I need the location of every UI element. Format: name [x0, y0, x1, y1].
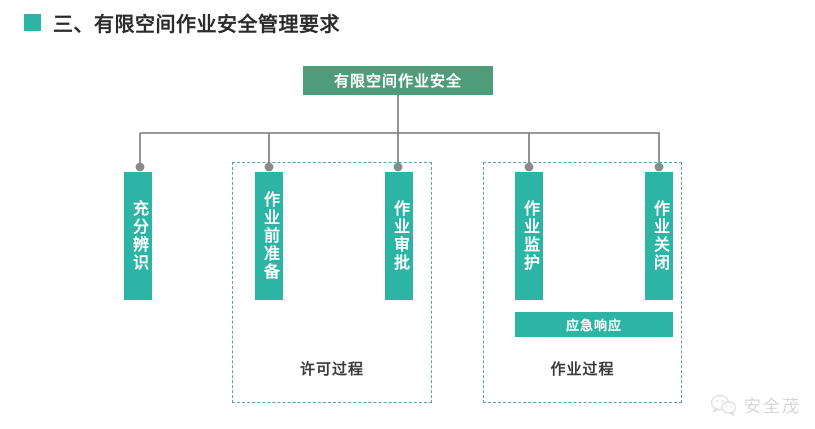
page-header: 三、有限空间作业安全管理要求	[0, 0, 815, 44]
watermark-text: 安全茂	[744, 397, 801, 416]
node-work-approval-label: 作业审批	[391, 200, 408, 272]
square-bullet-icon	[24, 13, 41, 31]
node-identification-label: 充分辨识	[130, 200, 147, 272]
node-work-approval[interactable]: 作业审批	[385, 172, 413, 300]
node-work-supervision-label: 作业监护	[521, 200, 538, 272]
node-work-closure[interactable]: 作业关闭	[645, 172, 673, 300]
wechat-icon	[711, 394, 736, 415]
node-root[interactable]: 有限空间作业安全	[303, 66, 493, 95]
node-pre-work-preparation-label: 作业前准备	[261, 191, 278, 281]
node-emergency-response[interactable]: 应急响应	[515, 312, 673, 337]
node-work-closure-label: 作业关闭	[651, 200, 668, 272]
group-label-work-process: 作业过程	[550, 361, 615, 378]
node-emergency-response-label: 应急响应	[565, 318, 622, 333]
watermark: 安全茂	[711, 392, 801, 417]
group-box-permit-process	[232, 162, 432, 403]
group-label-permit-process: 许可过程	[299, 361, 364, 378]
group-box-work-process	[483, 162, 682, 403]
node-root-label: 有限空间作业安全	[333, 73, 462, 90]
node-pre-work-preparation[interactable]: 作业前准备	[255, 172, 283, 300]
page-title: 三、有限空间作业安全管理要求	[53, 13, 340, 36]
node-work-supervision[interactable]: 作业监护	[515, 172, 543, 300]
node-identification[interactable]: 充分辨识	[124, 172, 152, 300]
org-chart-diagram: 有限空间作业安全 充分辨识 作业前准备 作业审批 作业监护 作业关闭 应急响应 …	[0, 44, 815, 429]
